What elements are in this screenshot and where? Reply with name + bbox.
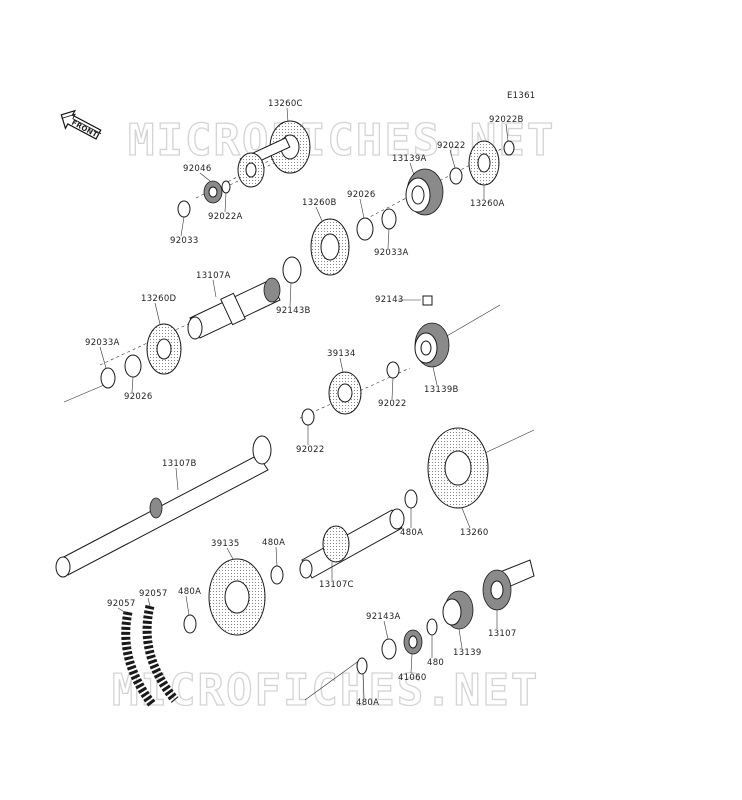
label-480a-bottom: 480A — [356, 698, 379, 708]
gear-13260d — [146, 323, 182, 375]
output-13107 — [482, 559, 535, 611]
hub-13139a — [405, 168, 444, 216]
hub-13139b — [414, 322, 450, 368]
sleeve-13107a — [187, 277, 281, 340]
label-92022b: 92022B — [489, 115, 524, 125]
label-92046: 92046 — [183, 164, 212, 174]
label-92026-left: 92026 — [124, 392, 153, 402]
label-92022-top: 92022 — [437, 141, 466, 151]
label-13107c: 13107C — [319, 580, 354, 590]
chain-92057-b — [142, 604, 179, 703]
label-480a-right: 480A — [400, 528, 423, 538]
label-13260c: 13260C — [268, 99, 303, 109]
hub-39134 — [328, 371, 362, 415]
circlip-92033a-left — [100, 367, 116, 389]
washer-92026-top — [356, 217, 374, 241]
label-92033a-left: 92033A — [85, 338, 120, 348]
label-13139b: 13139B — [424, 385, 459, 395]
label-leaders — [99, 107, 509, 699]
shaft-13107b — [55, 435, 272, 578]
gear-13260c — [237, 120, 311, 188]
part-labels: 13260C 92022B 92022 13139A 92046 92026 1… — [85, 99, 524, 708]
gear-13260 — [427, 427, 489, 509]
bearing-41060 — [403, 629, 423, 655]
circlip-480 — [426, 618, 438, 636]
label-13107: 13107 — [488, 629, 517, 639]
label-480a-mid: 480A — [262, 538, 285, 548]
label-13260: 13260 — [460, 528, 489, 538]
circlip-480a-bottom — [356, 657, 368, 675]
label-39135: 39135 — [211, 539, 240, 549]
label-92022-low: 92022 — [296, 445, 325, 455]
front-arrow-icon: FRONT — [60, 109, 102, 140]
label-92143a: 92143A — [366, 612, 401, 622]
collar-92143b — [282, 256, 302, 284]
washer-92022a — [221, 180, 231, 194]
circlip-480a-mid — [270, 565, 284, 585]
label-13107a: 13107A — [196, 271, 231, 281]
label-13260d: 13260D — [141, 294, 177, 304]
label-13107b: 13107B — [162, 459, 197, 469]
label-13139: 13139 — [453, 648, 482, 658]
label-39134: 39134 — [327, 349, 356, 359]
shaft-13107c — [299, 508, 405, 579]
label-41060: 41060 — [398, 673, 427, 683]
label-92033a-top: 92033A — [374, 248, 409, 258]
collar-92143a — [381, 638, 397, 660]
label-92143b: 92143B — [276, 306, 311, 316]
washer-92022b — [503, 140, 515, 156]
washer-92026-left — [124, 354, 142, 378]
watermark-bottom: MICROFICHES.NET — [112, 665, 539, 716]
circlip-92033 — [177, 200, 191, 218]
label-13260a: 13260A — [470, 199, 505, 209]
diagram-code: E1361 — [507, 91, 536, 101]
gear-13260b — [310, 218, 350, 276]
circlip-480a-left — [183, 614, 197, 634]
circlip-480a-right — [404, 489, 418, 509]
pin-92143 — [422, 295, 433, 306]
axis-lines — [99, 144, 506, 419]
washer-92022-top — [449, 167, 463, 185]
label-92022-mid: 92022 — [378, 399, 407, 409]
bearing-92046 — [203, 180, 223, 204]
label-13260b: 13260B — [302, 198, 337, 208]
label-480a-left: 480A — [178, 587, 201, 597]
label-92026-top: 92026 — [347, 190, 376, 200]
hub-13139 — [442, 590, 474, 630]
chain-92057-a — [121, 611, 156, 707]
label-92022a: 92022A — [208, 212, 243, 222]
gear-13260a — [468, 140, 500, 186]
washer-92022-low — [301, 408, 315, 426]
label-92057-a: 92057 — [107, 599, 136, 609]
label-13139a: 13139A — [392, 154, 427, 164]
label-92033: 92033 — [170, 236, 199, 246]
gear-39135 — [208, 558, 266, 636]
washer-92022-mid — [386, 361, 400, 379]
label-92143: 92143 — [375, 295, 404, 305]
circlip-92033a-top — [381, 208, 397, 230]
label-480: 480 — [427, 658, 444, 668]
label-92057-b: 92057 — [139, 589, 168, 599]
